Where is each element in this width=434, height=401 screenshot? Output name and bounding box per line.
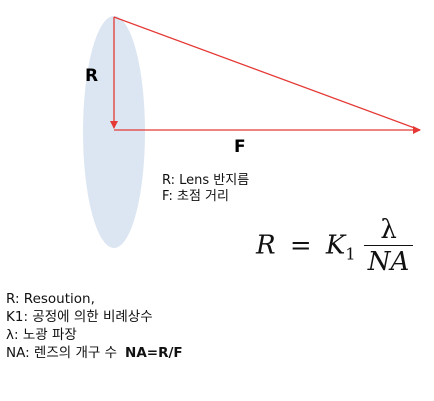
legend-line-4: NA: 렌즈의 개구 수 NA=R/F <box>6 344 183 362</box>
variable-legend: R: Resoution, K1: 공정에 의한 비례상수 λ: 노광 파장 N… <box>6 290 183 362</box>
radius-label: R <box>85 66 98 86</box>
formula-denominator: NA <box>367 247 410 277</box>
resolution-formula: R = K1 λ NA <box>256 215 414 278</box>
legend-line-4-text: NA: 렌즈의 개구 수 <box>6 345 118 361</box>
formula-k: K <box>325 230 346 261</box>
ray-line <box>113 16 421 131</box>
lens <box>83 16 145 248</box>
note-radius: R: Lens 반지름 <box>162 173 250 188</box>
legend-na-formula: NA=R/F <box>125 345 183 361</box>
lens-notes: R: Lens 반지름 F: 초점 거리 <box>162 173 249 205</box>
note-focal: F: 초점 거리 <box>162 189 229 204</box>
formula-fraction: λ NA <box>363 215 414 278</box>
formula-lhs: R <box>256 230 276 261</box>
legend-line-2: K1: 공정에 의한 비례상수 <box>6 309 153 325</box>
formula-k-sub: 1 <box>345 244 356 264</box>
formula-eq: = <box>289 230 312 261</box>
legend-line-3: λ: 노광 파장 <box>6 327 77 343</box>
focal-label: F <box>234 137 246 157</box>
formula-numerator: λ <box>363 215 414 246</box>
legend-line-1: R: Resoution, <box>6 291 95 307</box>
